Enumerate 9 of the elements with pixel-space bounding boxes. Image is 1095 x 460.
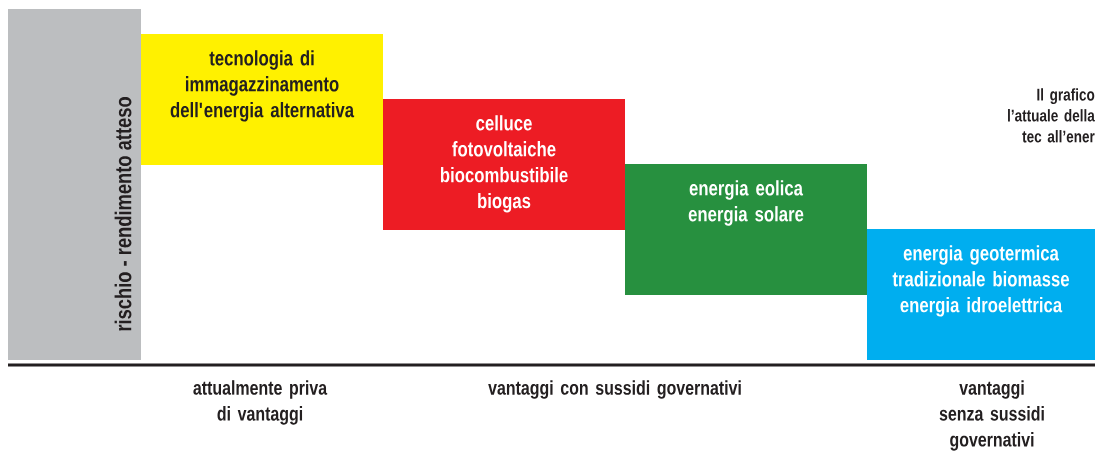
- category-box: tecnologia di immagazzinamento dell'energia alternativa: [141, 34, 383, 165]
- note-text: Il grafico l’attuale della tec all’ener: [1008, 88, 1095, 143]
- category-box: energia eolica energia solare: [625, 164, 867, 295]
- category-box: energia geotermica tradizionale biomasse energia idroelettrica: [867, 229, 1095, 360]
- axis-label: vantaggi con sussidi governativi: [488, 380, 741, 399]
- axis-label: attualmente priva di vantaggi: [193, 380, 328, 425]
- axis-label: vantaggi senza sussidi governativi: [939, 380, 1044, 451]
- axis-band: rischio - rendimento atteso: [8, 9, 141, 360]
- category-box: celluce fotovoltaiche biocombustibile biogas: [383, 99, 625, 230]
